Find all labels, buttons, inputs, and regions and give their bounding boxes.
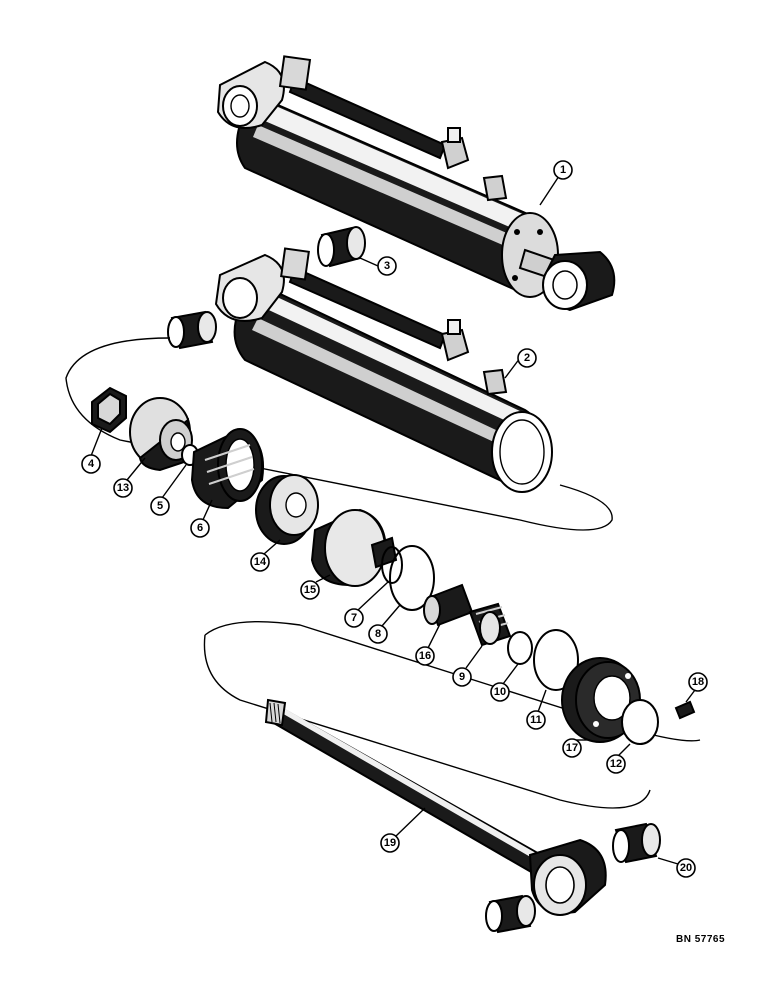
piston-15 <box>310 508 398 587</box>
nut-4 <box>91 386 127 434</box>
svg-text:4: 4 <box>88 458 95 470</box>
back-up-ring-8 <box>389 545 435 611</box>
svg-text:19: 19 <box>384 837 396 849</box>
callout-15: 15 <box>300 580 320 600</box>
svg-text:2: 2 <box>524 352 530 364</box>
svg-text:20: 20 <box>680 862 692 874</box>
callout-10: 10 <box>490 682 510 702</box>
callout-6: 6 <box>190 518 210 538</box>
svg-text:7: 7 <box>351 612 357 624</box>
callout-4: 4 <box>81 454 101 474</box>
svg-text:3: 3 <box>384 260 390 272</box>
svg-text:14: 14 <box>254 556 267 568</box>
callout-8: 8 <box>368 624 388 644</box>
o-ring-7 <box>381 546 403 584</box>
callout-2: 2 <box>517 348 537 368</box>
svg-text:1: 1 <box>560 164 566 176</box>
document-code: BN 57765 <box>676 934 726 945</box>
bushing-lower <box>485 894 536 934</box>
callout-14: 14 <box>250 552 270 572</box>
callout-1: 1 <box>553 160 573 180</box>
callout-11: 11 <box>526 710 546 730</box>
leader-lines <box>90 169 696 865</box>
callout-7: 7 <box>344 608 364 628</box>
callout-20: 20 <box>676 858 696 878</box>
callout-17: 17 <box>562 738 582 758</box>
o-ring-10 <box>507 631 533 665</box>
svg-text:6: 6 <box>197 522 203 534</box>
bushing-3 <box>317 226 366 268</box>
set-screw-18 <box>674 700 696 720</box>
callout-18: 18 <box>688 672 708 692</box>
callout-9: 9 <box>452 667 472 687</box>
svg-text:11: 11 <box>530 714 542 726</box>
gland-13 <box>129 397 193 472</box>
svg-text:15: 15 <box>304 584 316 596</box>
assembled-cylinder <box>216 55 616 312</box>
head-17 <box>561 657 641 743</box>
stop-9 <box>468 602 512 647</box>
bushing-20 <box>612 822 661 864</box>
callout-19: 19 <box>380 833 400 853</box>
bushing-upper <box>167 310 217 350</box>
callout-5: 5 <box>150 496 170 516</box>
rod-19 <box>264 698 607 916</box>
svg-text:17: 17 <box>566 742 578 754</box>
svg-text:13: 13 <box>117 482 129 494</box>
svg-text:10: 10 <box>494 686 506 698</box>
callout-12: 12 <box>606 754 626 774</box>
kit-outline-lower <box>203 620 701 809</box>
washer-12 <box>621 699 659 745</box>
callout-16: 16 <box>415 646 435 666</box>
svg-text:16: 16 <box>419 650 431 662</box>
packing-6 <box>190 428 264 510</box>
callout-3: 3 <box>377 256 397 276</box>
svg-text:9: 9 <box>459 671 465 683</box>
svg-text:8: 8 <box>375 628 381 640</box>
back-up-ring-11 <box>533 629 579 691</box>
svg-text:12: 12 <box>610 758 622 770</box>
barrel-2 <box>214 247 553 493</box>
wiper-14 <box>255 474 319 545</box>
svg-text:5: 5 <box>157 500 163 512</box>
svg-text:18: 18 <box>692 676 704 688</box>
callout-13: 13 <box>113 478 133 498</box>
kit-outline-upper <box>65 337 613 531</box>
